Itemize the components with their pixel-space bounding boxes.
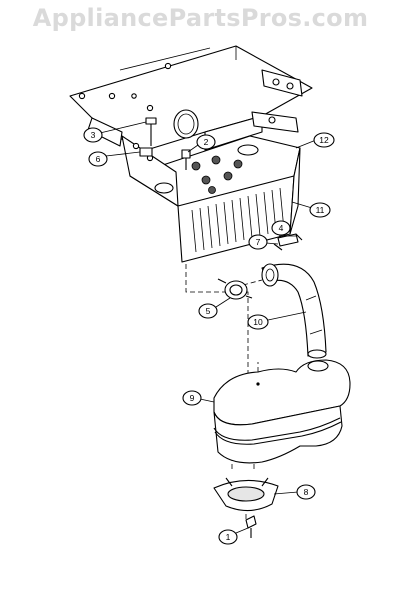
callout-12[interactable]: 12	[295, 132, 335, 149]
svg-text:3: 3	[91, 130, 96, 140]
svg-text:5: 5	[206, 306, 211, 316]
svg-text:8: 8	[304, 487, 309, 497]
muffler	[213, 359, 351, 464]
svg-text:6: 6	[96, 154, 101, 164]
spark-deflector	[213, 477, 279, 512]
callout-8[interactable]: 8	[273, 484, 316, 500]
bolt-6	[139, 147, 153, 157]
callout-1[interactable]: 1	[218, 527, 249, 545]
svg-text:2: 2	[204, 137, 209, 147]
heat-shield	[121, 135, 301, 263]
callout-5[interactable]: 5	[198, 297, 231, 319]
callout-3[interactable]: 3	[83, 121, 147, 143]
callout-4[interactable]: 4	[271, 220, 296, 237]
gasket	[217, 278, 253, 300]
screw-1	[245, 515, 257, 538]
svg-text:9: 9	[190, 393, 195, 403]
mounting-bracket	[69, 45, 313, 153]
callout-11[interactable]: 11	[291, 201, 331, 218]
svg-text:11: 11	[316, 205, 325, 215]
nut-cluster	[191, 155, 243, 194]
svg-text:7: 7	[256, 237, 261, 247]
callout-10[interactable]: 10	[247, 311, 307, 330]
svg-text:12: 12	[319, 135, 329, 145]
bolt-2	[181, 149, 191, 170]
callout-6[interactable]: 6	[88, 151, 141, 167]
screw-4	[295, 233, 303, 241]
callout-2[interactable]: 2	[187, 134, 216, 153]
svg-text:10: 10	[253, 317, 263, 327]
callout-9[interactable]: 9	[182, 390, 215, 406]
exhaust-pipe	[261, 263, 327, 359]
svg-text:1: 1	[226, 532, 231, 542]
svg-text:4: 4	[279, 223, 284, 233]
callout-7[interactable]: 7	[248, 234, 279, 250]
clamp-7	[273, 233, 299, 251]
